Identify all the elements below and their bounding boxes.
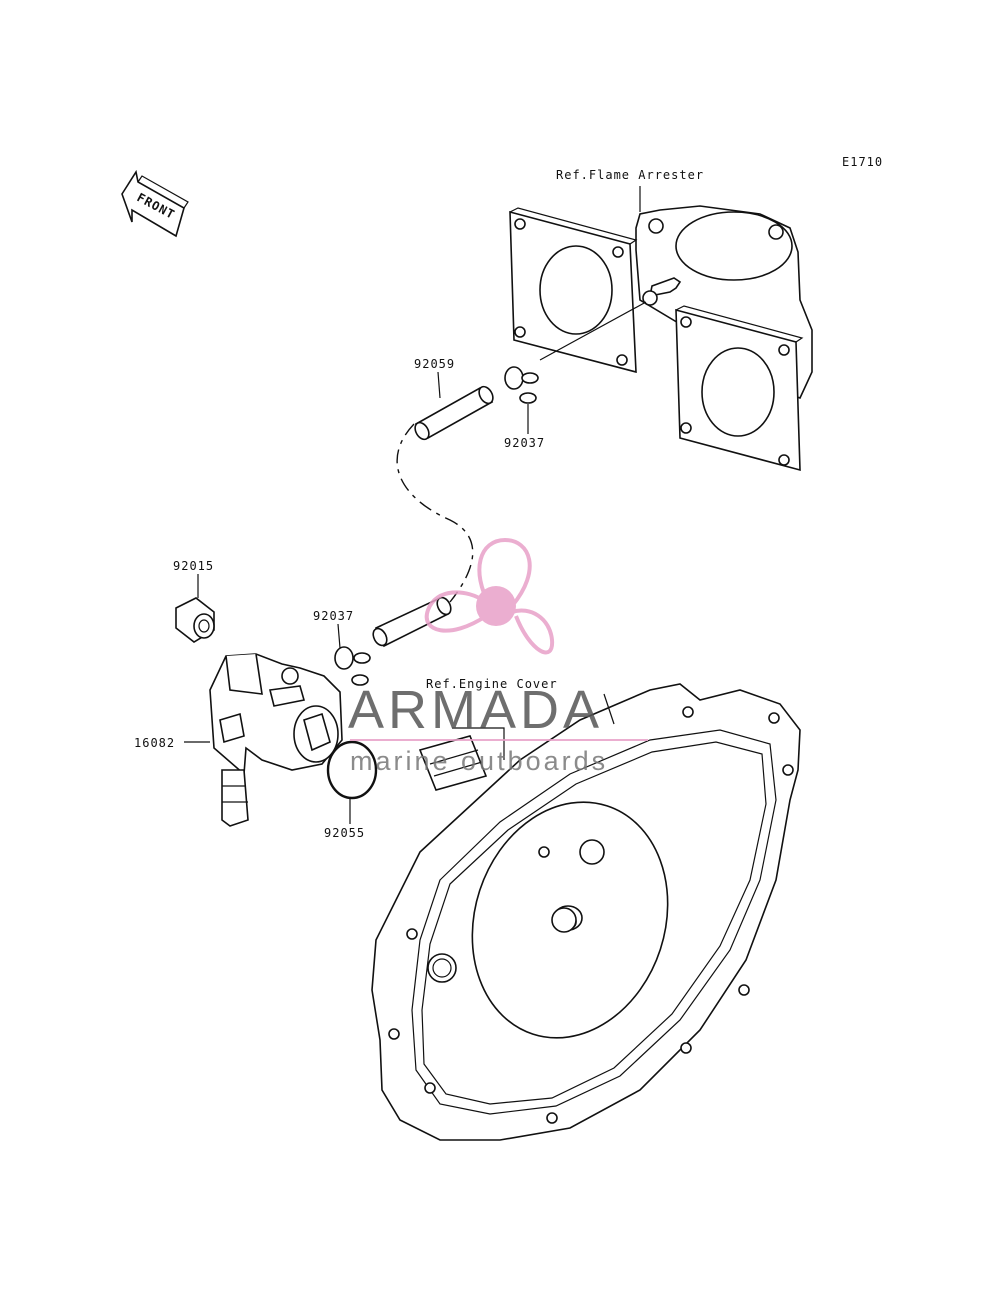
ref-flame-arrester-label: Ref.Flame Arrester — [556, 168, 704, 182]
part-number-hose: 92059 — [414, 357, 455, 371]
ref-engine-cover-label: Ref.Engine Cover — [426, 677, 558, 691]
armada-watermark: ARMADA marine outboards — [348, 537, 648, 776]
hose-part — [414, 385, 494, 441]
part-number-clip-upper: 92037 — [504, 436, 545, 450]
part-number-o-ring: 92055 — [324, 826, 365, 840]
part-number-cap: 92015 — [173, 559, 214, 573]
propeller-logo-icon — [424, 537, 555, 655]
front-arrow-icon: FRONT — [121, 169, 189, 238]
flame-arrester-housing — [509, 205, 813, 472]
fuel-cock-part — [209, 653, 343, 827]
part-number-fuel-cock: 16082 — [134, 736, 175, 750]
watermark-name: ARMADA — [348, 680, 603, 740]
part-number-clip-lower: 92037 — [313, 609, 354, 623]
watermark-tagline: marine outboards — [350, 746, 608, 776]
hose-route-line — [396, 423, 474, 603]
clip-upper-part — [504, 366, 539, 404]
lower-hose-part — [372, 596, 452, 648]
engine-cover-part — [371, 683, 801, 1141]
front-label: FRONT — [135, 190, 178, 222]
diagram-code: E1710 — [842, 155, 883, 169]
o-ring-part — [326, 740, 378, 800]
cap-part — [175, 597, 215, 643]
clip-lower-part — [334, 646, 371, 686]
